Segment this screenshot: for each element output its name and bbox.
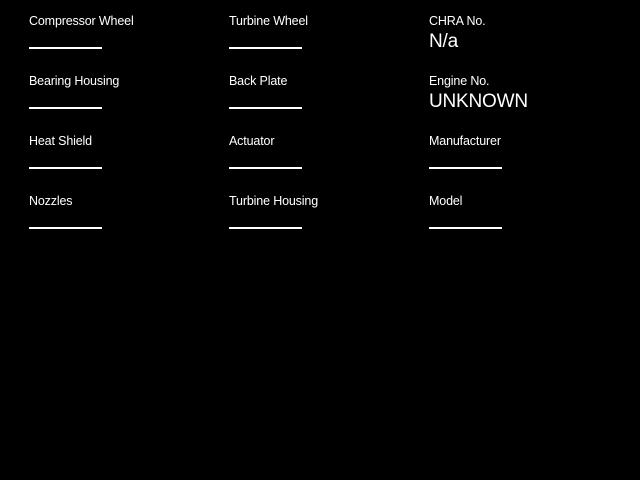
field-underline (29, 227, 102, 229)
field-column-turbine-side-components: Turbine Wheel Back Plate Actuator Turbin… (229, 0, 419, 250)
field-label: Nozzles (29, 194, 73, 208)
field-label: Turbine Wheel (229, 14, 308, 28)
field-label: Turbine Housing (229, 194, 319, 208)
field-back-plate[interactable]: Back Plate (229, 74, 419, 126)
field-label: Compressor Wheel (29, 14, 134, 28)
field-compressor-wheel[interactable]: Compressor Wheel (29, 14, 219, 66)
field-label: Actuator (229, 134, 275, 148)
field-underline (429, 227, 502, 229)
field-label: Back Plate (229, 74, 288, 88)
field-turbine-wheel[interactable]: Turbine Wheel (229, 14, 419, 66)
field-model[interactable]: Model (429, 194, 619, 246)
field-underline (29, 47, 102, 49)
field-value: N/a (429, 31, 458, 52)
field-manufacturer[interactable]: Manufacturer (429, 134, 619, 186)
field-underline (29, 107, 102, 109)
field-label: Model (429, 194, 463, 208)
field-engine-no[interactable]: Engine No. UNKNOWN (429, 74, 619, 126)
field-column-compressor-side-components: Compressor Wheel Bearing Housing Heat Sh… (29, 0, 219, 250)
field-label: Heat Shield (29, 134, 92, 148)
field-label: Bearing Housing (29, 74, 120, 88)
field-value: UNKNOWN (429, 91, 528, 112)
field-turbine-housing[interactable]: Turbine Housing (229, 194, 419, 246)
field-underline (229, 227, 302, 229)
field-underline (229, 47, 302, 49)
field-label: CHRA No. (429, 14, 486, 28)
field-underline (229, 167, 302, 169)
field-columns: Compressor Wheel Bearing Housing Heat Sh… (29, 0, 619, 250)
field-column-identification-details: CHRA No. N/a Engine No. UNKNOWN Manufact… (429, 0, 619, 250)
field-underline (29, 167, 102, 169)
field-heat-shield[interactable]: Heat Shield (29, 134, 219, 186)
field-label: Engine No. (429, 74, 490, 88)
field-label: Manufacturer (429, 134, 501, 148)
field-underline (429, 167, 502, 169)
field-underline (229, 107, 302, 109)
field-actuator[interactable]: Actuator (229, 134, 419, 186)
field-nozzles[interactable]: Nozzles (29, 194, 219, 246)
field-chra-no[interactable]: CHRA No. N/a (429, 14, 619, 66)
field-bearing-housing[interactable]: Bearing Housing (29, 74, 219, 126)
